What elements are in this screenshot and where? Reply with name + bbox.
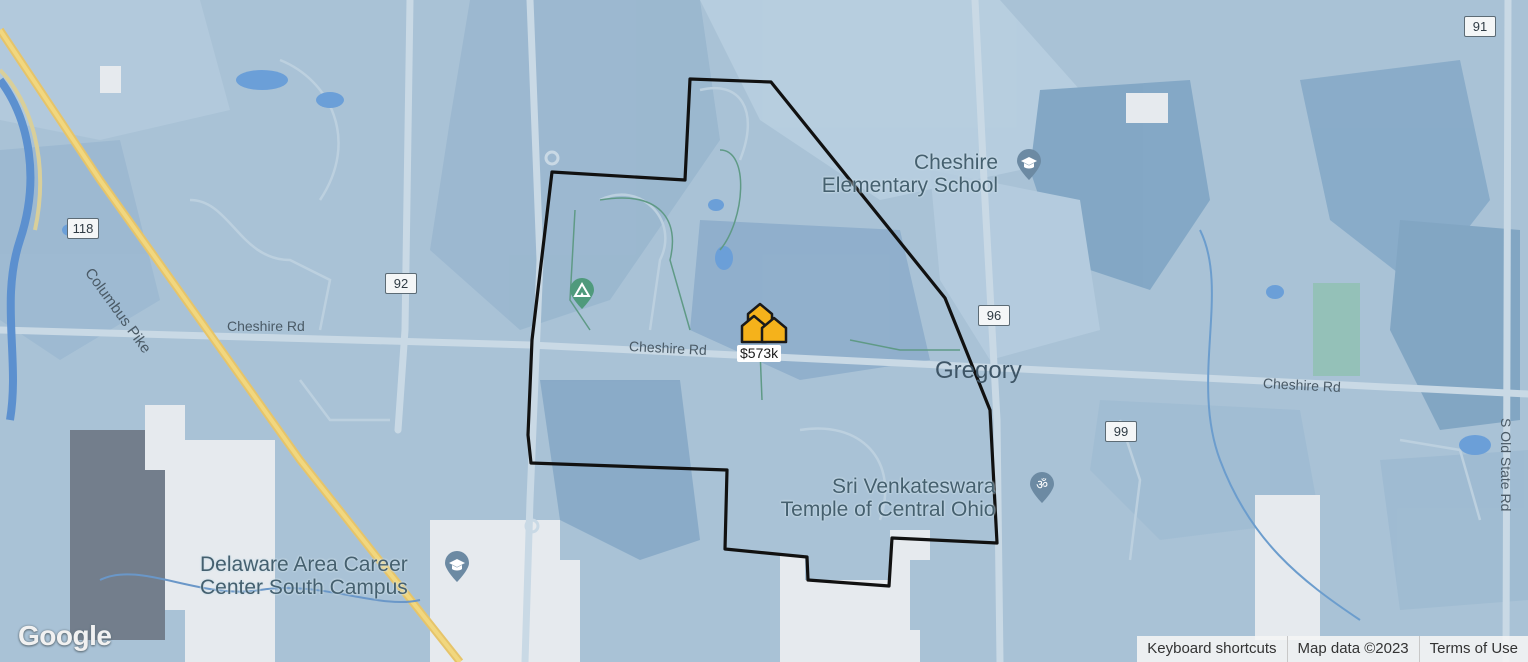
route-shield-99: 99 bbox=[1105, 421, 1137, 442]
google-logo[interactable]: Google bbox=[18, 620, 112, 651]
road-label-cheshire-rd-west: Cheshire Rd bbox=[227, 318, 305, 334]
roundabout-icon bbox=[524, 518, 540, 534]
road-label-s-old-state-rd: S Old State Rd bbox=[1498, 418, 1514, 512]
homes-cluster-icon[interactable] bbox=[734, 298, 794, 348]
listing-boundary bbox=[526, 77, 999, 588]
route-shield-96: 96 bbox=[978, 305, 1010, 326]
poi-line1: Cheshire bbox=[914, 151, 999, 174]
poi-line1: Sri Venkateswara bbox=[832, 475, 996, 498]
poi-line2: Temple of Central Ohio bbox=[780, 498, 996, 521]
poi-label-cheshire-elementary[interactable]: Cheshire Elementary School bbox=[808, 151, 998, 197]
terms-of-use-link[interactable]: Terms of Use bbox=[1429, 640, 1518, 657]
poi-label-sri-venkateswara[interactable]: Sri Venkateswara Temple of Central Ohio bbox=[770, 475, 996, 521]
route-shield-118: 118 bbox=[67, 218, 99, 239]
school-icon[interactable] bbox=[441, 551, 473, 583]
poi-line1: Delaware Area Career bbox=[200, 553, 408, 576]
roundabout-icon bbox=[544, 150, 560, 166]
keyboard-shortcuts-link[interactable]: Keyboard shortcuts bbox=[1147, 640, 1277, 657]
route-shield-92: 92 bbox=[385, 273, 417, 294]
map-attribution-bar: Keyboard shortcuts Map data ©2023 Terms … bbox=[1137, 636, 1528, 662]
map-data-attribution: Map data ©2023 bbox=[1297, 640, 1409, 657]
poi-line2: Elementary School bbox=[821, 174, 999, 197]
poi-line2: Center South Campus bbox=[200, 576, 408, 599]
temple-icon[interactable]: ॐ bbox=[1026, 472, 1058, 504]
route-shield-91: 91 bbox=[1464, 16, 1496, 37]
divider bbox=[1418, 636, 1420, 662]
listing-price-label[interactable]: $573k bbox=[737, 345, 782, 362]
place-label-gregory: Gregory bbox=[935, 357, 1022, 384]
svg-text:ॐ: ॐ bbox=[1036, 478, 1048, 493]
poi-label-delaware-career-center[interactable]: Delaware Area Career Center South Campus bbox=[200, 553, 408, 599]
school-icon[interactable] bbox=[1013, 149, 1045, 181]
divider bbox=[1286, 636, 1288, 662]
campground-icon[interactable] bbox=[566, 278, 598, 310]
